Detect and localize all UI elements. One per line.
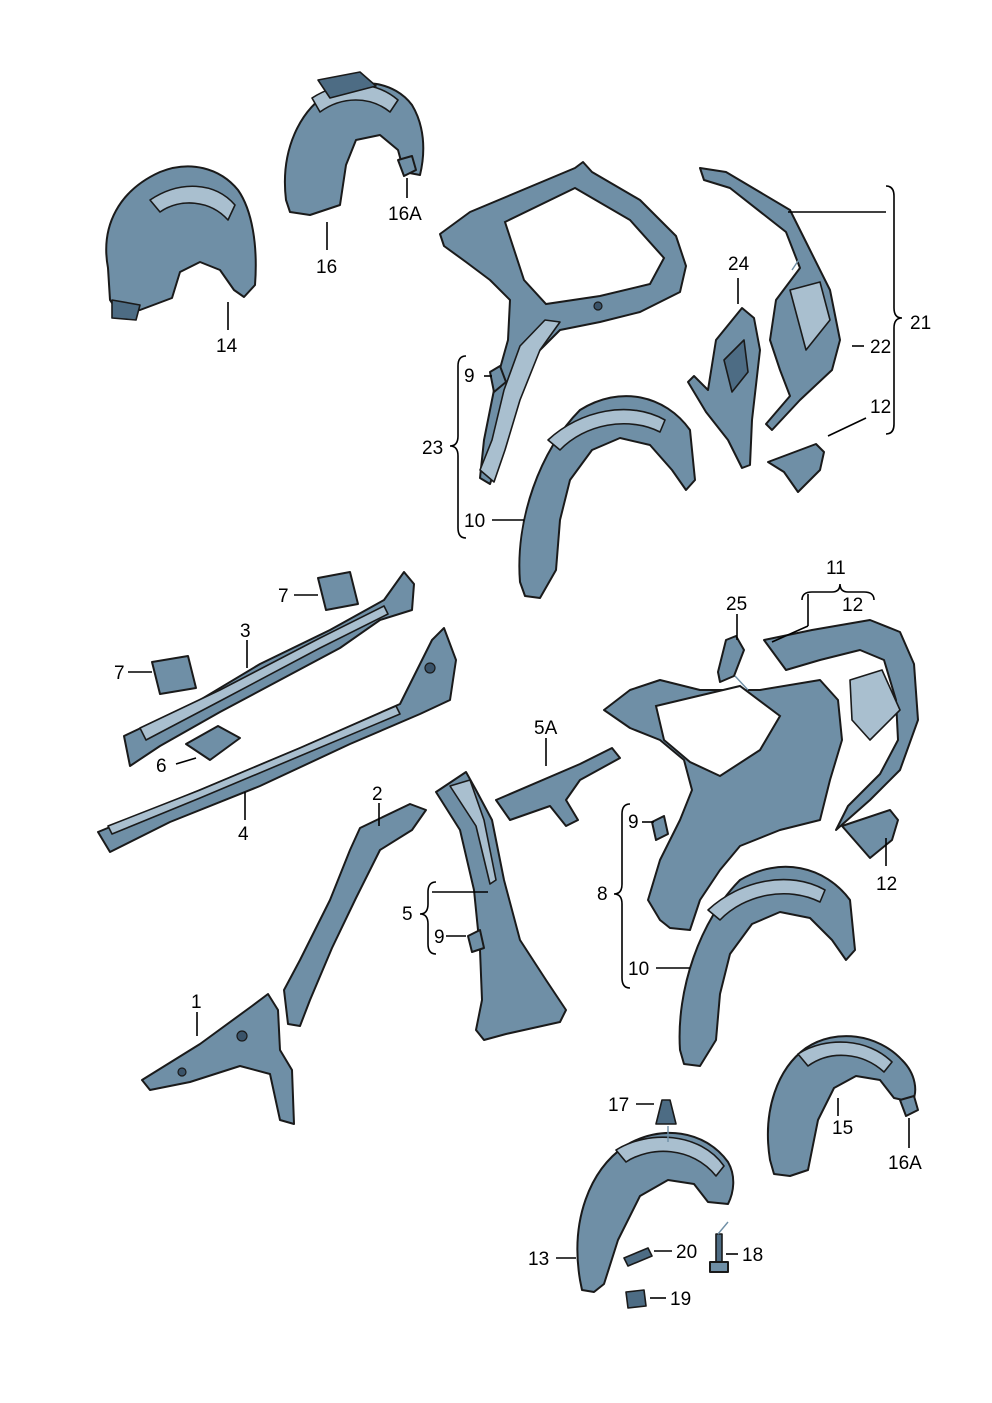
bolt-18 xyxy=(709,1233,729,1273)
sill-panel-3 xyxy=(123,571,415,767)
inner-panel-22 xyxy=(699,167,841,431)
label-11: 11 xyxy=(826,558,846,579)
inner-panel-11-12 xyxy=(763,619,919,831)
label-23: 23 xyxy=(422,438,443,459)
label-1: 1 xyxy=(191,992,202,1013)
label-25: 25 xyxy=(726,594,747,615)
label-16: 16 xyxy=(316,257,337,278)
label-18: 18 xyxy=(742,1245,763,1266)
clip-25 xyxy=(717,635,745,683)
part-labels: 14 16 16A 21 22 24 12 9 23 10 7 3 7 6 4 … xyxy=(114,204,931,1310)
label-6: 6 xyxy=(156,756,167,777)
label-7-mid: 7 xyxy=(114,663,125,684)
label-8: 8 xyxy=(597,884,608,905)
wheel-housing-liner-14 xyxy=(105,165,257,321)
clip-16a-bottom xyxy=(899,1095,919,1117)
label-21: 21 xyxy=(910,313,931,334)
label-10-bottom: 10 xyxy=(628,959,649,980)
bracket-6 xyxy=(185,725,241,761)
wheel-housing-liner-16 xyxy=(284,71,425,216)
label-5: 5 xyxy=(402,904,413,925)
label-4: 4 xyxy=(238,824,249,845)
wheel-arch-10-bottom xyxy=(678,865,856,1067)
wheel-arch-10-top xyxy=(518,395,696,599)
label-5a: 5A xyxy=(534,718,558,739)
label-9-top: 9 xyxy=(464,366,475,387)
clip-9-right xyxy=(651,815,669,841)
bracket-7-top xyxy=(317,571,359,611)
label-9-mid: 9 xyxy=(434,927,445,948)
label-22: 22 xyxy=(870,337,891,358)
label-19: 19 xyxy=(670,1289,691,1310)
label-9-right: 9 xyxy=(628,812,639,833)
clip-17 xyxy=(655,1099,677,1125)
inner-panel-24 xyxy=(687,307,761,469)
label-20: 20 xyxy=(676,1242,697,1263)
pillar-5 xyxy=(435,771,567,1041)
label-10-top: 10 xyxy=(464,511,485,532)
label-12-right: 12 xyxy=(876,874,897,895)
label-24: 24 xyxy=(728,254,750,275)
label-2: 2 xyxy=(372,784,383,805)
label-7-top: 7 xyxy=(278,586,289,607)
nut-19 xyxy=(625,1289,647,1309)
label-17: 17 xyxy=(608,1095,629,1116)
side-panel-8 xyxy=(603,679,843,931)
bracket-12-right xyxy=(841,809,899,859)
label-3: 3 xyxy=(240,621,251,642)
label-16a-top: 16A xyxy=(388,204,422,225)
wheel-liner-15 xyxy=(766,1035,917,1177)
wheel-liner-13 xyxy=(576,1131,735,1293)
bracket-7-mid xyxy=(151,655,197,695)
clip-9-mid xyxy=(467,929,485,953)
clip-16a-top xyxy=(397,155,417,177)
bracket-12-top xyxy=(767,443,825,493)
reinforcement-5a xyxy=(495,747,621,827)
label-12-top: 12 xyxy=(870,397,891,418)
side-panel-23 xyxy=(439,161,687,485)
pillar-2 xyxy=(283,803,427,1027)
label-13: 13 xyxy=(528,1249,549,1270)
clip-9-top xyxy=(489,365,507,393)
screw-20 xyxy=(623,1247,653,1267)
label-14: 14 xyxy=(216,336,238,357)
braces xyxy=(419,185,903,989)
label-12-mid: 12 xyxy=(842,595,863,616)
sill-rail-4 xyxy=(97,627,457,853)
label-16a-bottom: 16A xyxy=(888,1153,922,1174)
label-15: 15 xyxy=(832,1118,853,1139)
leader-lines xyxy=(128,178,910,1299)
bracket-1 xyxy=(141,993,295,1125)
